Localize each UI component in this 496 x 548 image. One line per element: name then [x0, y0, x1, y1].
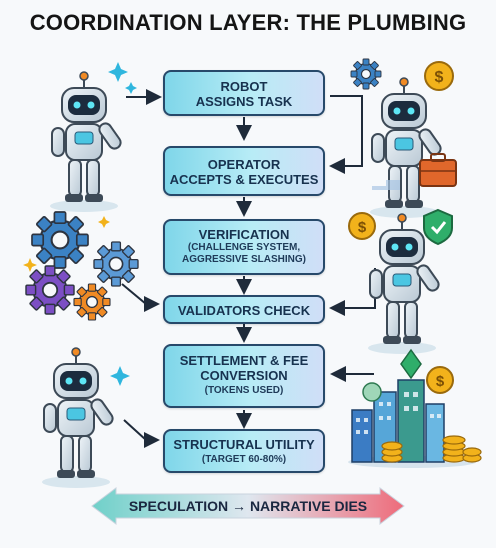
step-label: STRUCTURAL UTILITY: [173, 437, 315, 452]
step-operator-accepts-executes: OPERATOR ACCEPTS & EXECUTES: [163, 146, 325, 196]
coin-symbol-bottom: $: [436, 373, 445, 390]
step-label: ROBOT: [220, 79, 268, 94]
narrative-dies-label: NARRATIVE DIES: [249, 498, 368, 514]
coin-icon: [424, 61, 454, 91]
step-sublabel: (TARGET 60-80%): [201, 454, 287, 465]
step-sublabel: (TOKENS USED): [204, 385, 284, 396]
robot-top-right: [369, 77, 444, 219]
coin-icon-middle: [348, 212, 376, 240]
step-label: SETTLEMENT & FEE: [179, 353, 309, 368]
step-label: VALIDATORS CHECK: [177, 303, 311, 318]
step-label: VERIFICATION: [198, 227, 290, 242]
step-sublabel: AGGRESSIVE SLASHING): [182, 254, 306, 265]
robot-top-left: [49, 71, 124, 213]
robot-bottom-left: [41, 347, 116, 489]
step-verification: VERIFICATION (CHALLENGE SYSTEM, AGGRESSI…: [163, 219, 325, 275]
step-label: CONVERSION: [200, 368, 288, 383]
coin-symbol-middle: $: [358, 219, 367, 236]
coin-symbol: $: [435, 69, 444, 86]
shield-icon: [423, 208, 453, 246]
bottom-arrow-label: SPECULATION → NARRATIVE DIES: [92, 488, 404, 524]
page-title: COORDINATION LAYER: THE PLUMBING: [29, 10, 467, 35]
briefcase-icon: [419, 153, 457, 187]
step-sublabel: (CHALLENGE SYSTEM,: [187, 242, 301, 253]
step-label: OPERATOR: [207, 157, 281, 172]
step-label: ASSIGNS TASK: [195, 94, 293, 109]
bottom-double-arrow: [91, 487, 405, 525]
gear-cluster: [25, 210, 139, 321]
coin-icon-bottom: [426, 366, 454, 394]
step-validators-check: VALIDATORS CHECK: [163, 295, 325, 324]
step-structural-utility: STRUCTURAL UTILITY (TARGET 60-80%): [163, 429, 325, 473]
gear-icon: [350, 58, 382, 90]
step-robot-assigns-task: ROBOT ASSIGNS TASK: [163, 70, 325, 116]
speculation-label: SPECULATION: [128, 498, 229, 514]
step-settlement-fee-conversion: SETTLEMENT & FEE CONVERSION (TOKENS USED…: [163, 344, 325, 408]
step-label: ACCEPTS & EXECUTES: [169, 172, 319, 187]
arrow-right-icon: →: [232, 498, 247, 514]
city-buildings-icon: [348, 348, 482, 468]
